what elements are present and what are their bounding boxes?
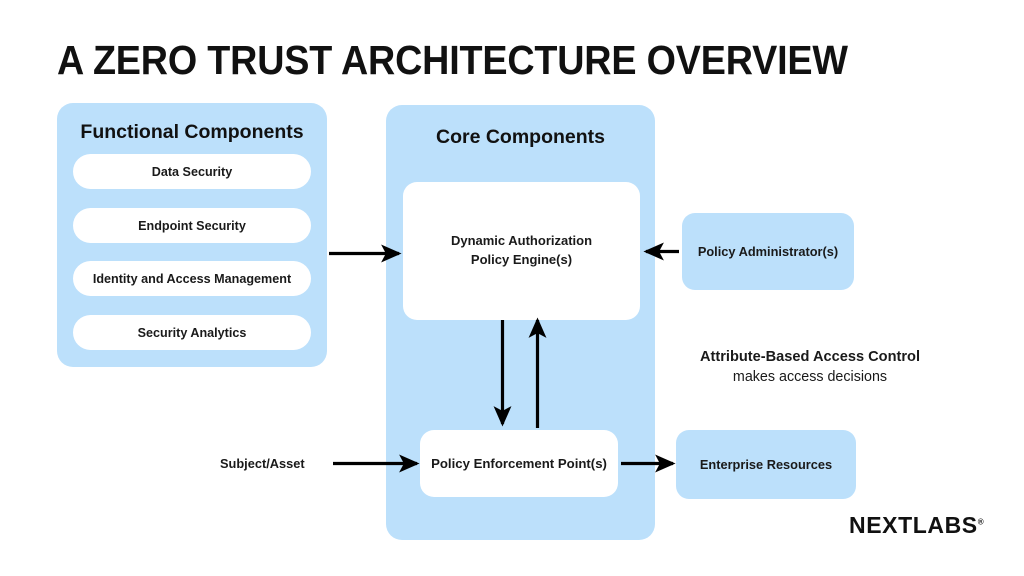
registered-mark-icon: ® bbox=[977, 517, 984, 527]
box-policy-administrator[interactable]: Policy Administrator(s) bbox=[682, 213, 854, 290]
label-subject-asset: Subject/Asset bbox=[220, 456, 305, 471]
functional-item-data-security[interactable]: Data Security bbox=[73, 154, 311, 189]
note-attribute-based-access-control: Attribute-Based Access Control makes acc… bbox=[665, 348, 955, 387]
engine-label-line2: Policy Engine(s) bbox=[470, 252, 573, 267]
note-subtitle: makes access decisions bbox=[732, 368, 888, 385]
engine-label-line1: Dynamic Authorization bbox=[450, 233, 593, 249]
nextlabs-logo: NEXTLABS® bbox=[849, 512, 984, 539]
page-title: A ZERO TRUST ARCHITECTURE OVERVIEW bbox=[57, 37, 848, 83]
panel-functional-components: Functional Components Data Security Endp… bbox=[57, 103, 327, 367]
functional-item-security-analytics[interactable]: Security Analytics bbox=[73, 315, 311, 350]
functional-item-identity-access[interactable]: Identity and Access Management bbox=[73, 261, 311, 296]
functional-item-endpoint-security[interactable]: Endpoint Security bbox=[73, 208, 311, 243]
box-dynamic-authorization-policy-engine[interactable]: Dynamic Authorization Policy Engine(s) bbox=[403, 182, 640, 320]
note-title: Attribute-Based Access Control bbox=[699, 349, 921, 365]
box-policy-enforcement-point[interactable]: Policy Enforcement Point(s) bbox=[420, 430, 618, 497]
panel-core-title: Core Components bbox=[435, 126, 605, 148]
logo-wordmark: NEXTLABS bbox=[849, 512, 978, 538]
box-enterprise-resources[interactable]: Enterprise Resources bbox=[676, 430, 856, 499]
panel-functional-title: Functional Components bbox=[80, 121, 304, 143]
